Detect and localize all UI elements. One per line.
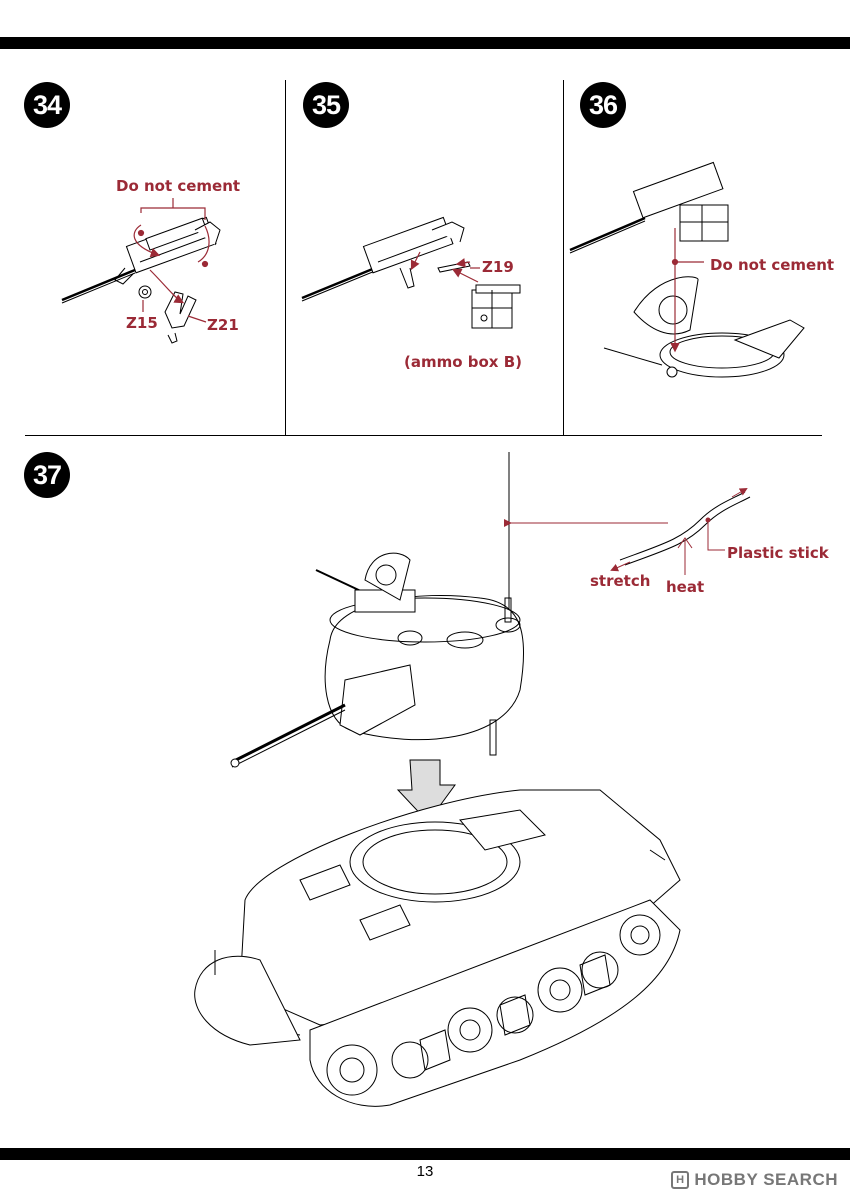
step-36-gun-on-cupola-drawing	[569, 161, 805, 378]
panel-divider-1	[285, 80, 286, 435]
step-34-do-not-cement-label: Do not cement	[116, 177, 241, 195]
bottom-border-bar	[0, 1148, 850, 1160]
page-number: 13	[416, 1163, 434, 1180]
step-37-hull-drawing	[194, 789, 681, 1107]
step-37-insert-arrow	[396, 759, 456, 823]
step-37-stretch-label: stretch	[590, 572, 651, 590]
step-35-gun-and-ammo-box-drawing	[301, 216, 521, 329]
step-34-part-z15-label: Z15	[126, 314, 158, 332]
step-36-do-not-cement-label: Do not cement	[710, 256, 835, 274]
panel-divider-2	[563, 80, 564, 435]
step-37-plastic-stick-label: Plastic stick	[727, 544, 829, 562]
step-number-35: 35	[303, 82, 349, 128]
top-border-bar	[0, 37, 850, 49]
watermark-logo-icon: H	[671, 1171, 690, 1189]
step-34-machine-gun-drawing	[61, 216, 221, 344]
step-34-part-z21-label: Z21	[207, 316, 239, 334]
step-number-36: 36	[580, 82, 626, 128]
step-37-heat-label: heat	[666, 578, 705, 596]
step-35-ammo-box-label: (ammo box B)	[404, 353, 522, 371]
step-35-part-z19-label: Z19	[482, 258, 514, 276]
watermark: H HOBBY SEARCH	[671, 1170, 838, 1190]
step-number-34: 34	[24, 82, 70, 128]
section-divider	[25, 435, 822, 436]
step-number-37: 37	[24, 452, 70, 498]
step-37-plastic-stick-drawing	[504, 452, 751, 622]
step-37-turret-drawing	[230, 552, 525, 768]
watermark-text: HOBBY SEARCH	[694, 1170, 838, 1189]
